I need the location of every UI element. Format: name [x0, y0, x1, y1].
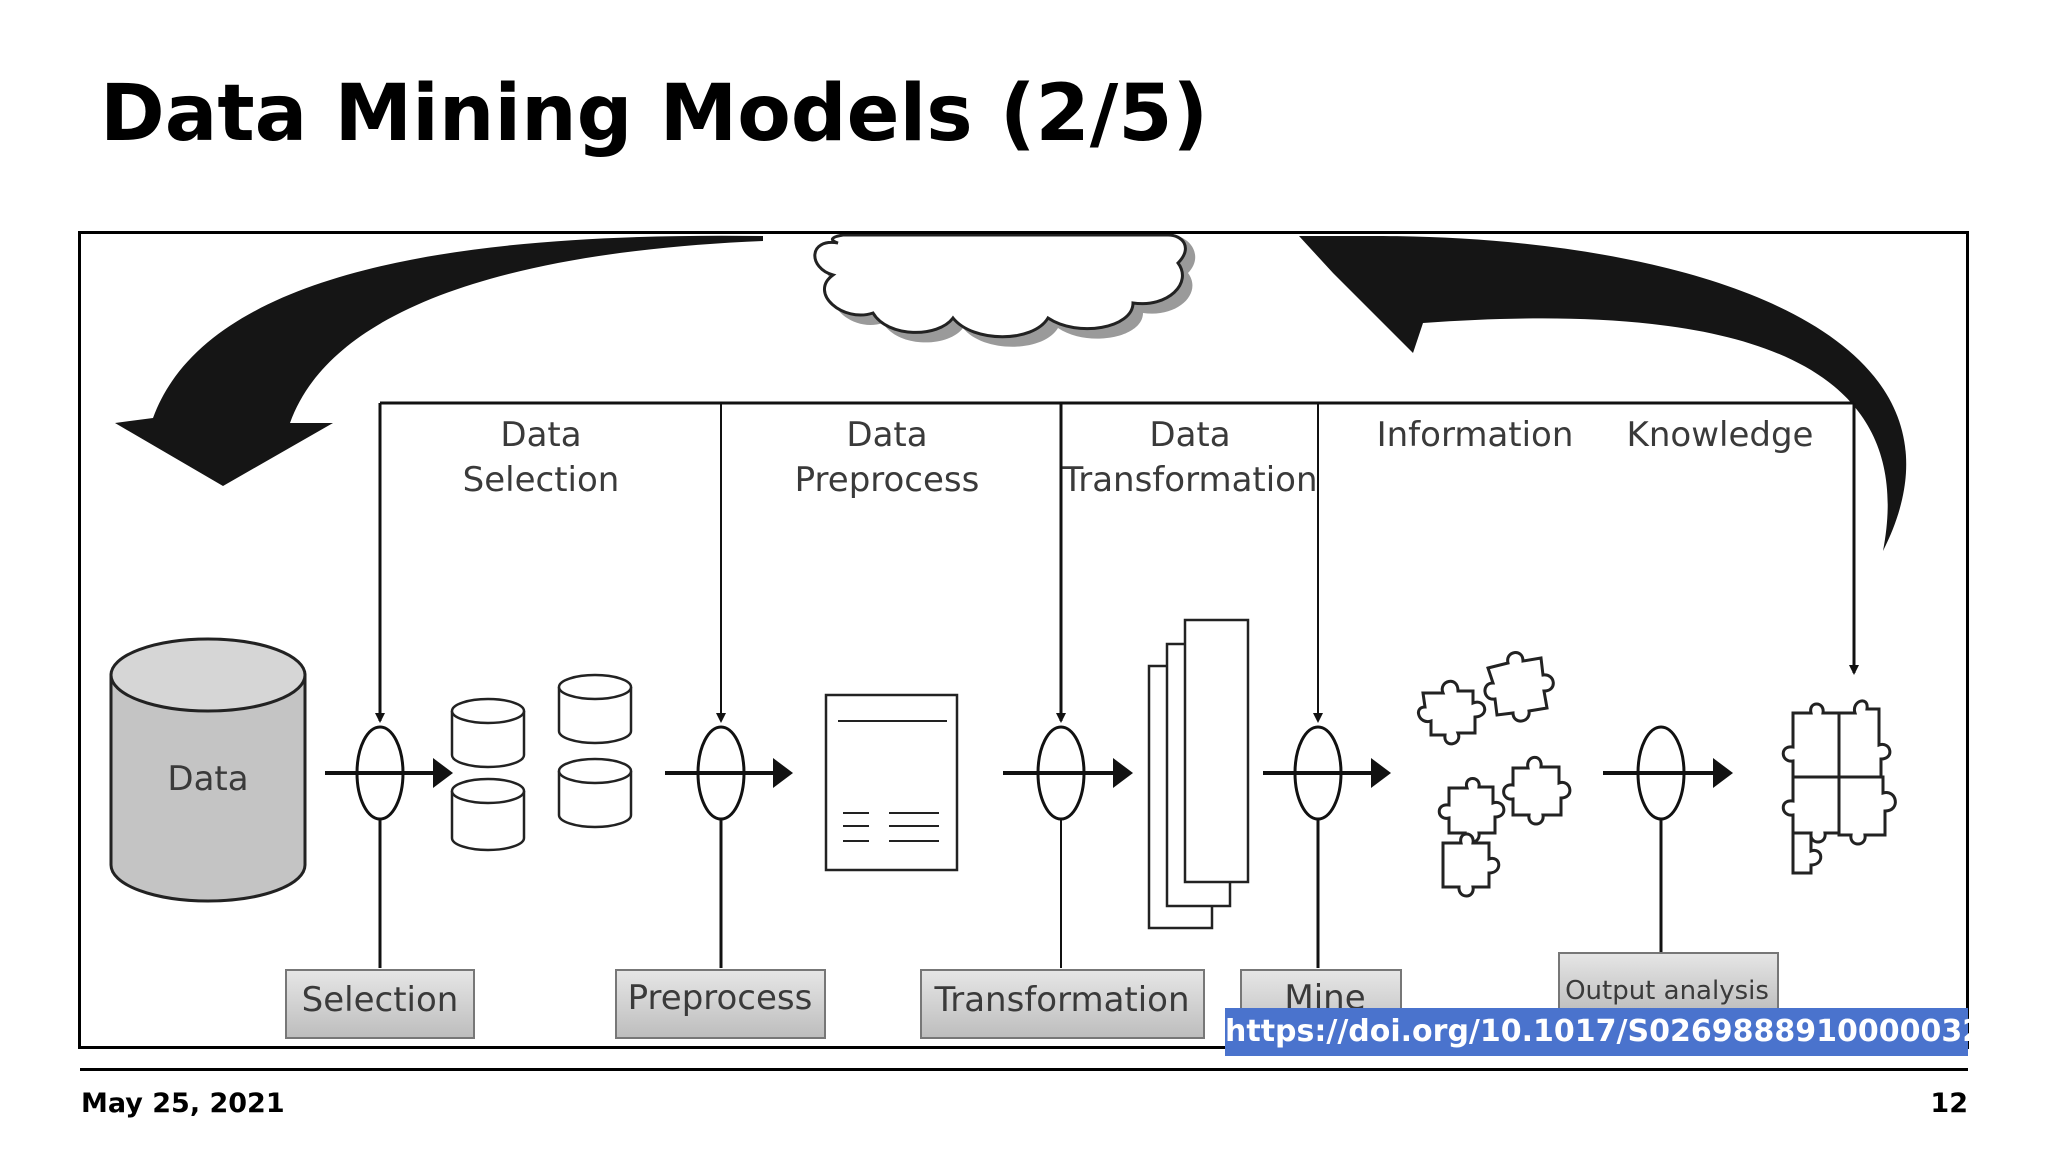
- feedback-arrow-left: [115, 235, 763, 486]
- footer-divider: [80, 1068, 1968, 1071]
- stage-heading-transformation-line2: Transformation: [1061, 460, 1317, 500]
- cloud-icon: [813, 234, 1196, 347]
- stage-heading-information: Information: [1377, 415, 1574, 455]
- doi-link[interactable]: https://doi.org/10.1017/S026988891000003…: [1225, 1008, 1983, 1056]
- step-label-transformation: Transformation: [933, 980, 1189, 1020]
- document-icon: [824, 693, 959, 872]
- step-box-preprocess: Preprocess: [615, 969, 826, 1039]
- data-cylinder-icon: [109, 637, 307, 903]
- process-filter-3: [1003, 725, 1133, 968]
- process-filter-5: [1603, 725, 1733, 953]
- step-label-preprocess: Preprocess: [628, 978, 813, 1018]
- slide-title: Data Mining Models (2/5): [100, 69, 1209, 159]
- stage-heading-preprocess-line1: Data: [846, 415, 927, 455]
- stage-heading-transformation-line1: Data: [1149, 415, 1230, 455]
- stage-heading-selection-line1: Data: [500, 415, 581, 455]
- stacked-pages-icon: [1147, 618, 1250, 930]
- stage-heading-knowledge: Knowledge: [1627, 415, 1814, 455]
- process-filter-4: [1263, 725, 1391, 968]
- stage-heading-selection-line2: Selection: [463, 460, 620, 500]
- data-source-label: Data: [167, 759, 248, 799]
- step-box-output-analysis: Output analysis: [1558, 952, 1779, 1014]
- kdd-process-diagram: Data Selection Data Preprocess Data Tran…: [78, 231, 1969, 1049]
- scattered-puzzle-pieces-icon: [1416, 651, 1572, 898]
- process-filter-1: [325, 725, 453, 968]
- step-label-output-analysis: Output analysis: [1565, 976, 1769, 1006]
- small-cylinders-icon: [450, 673, 633, 852]
- assembled-puzzle-icon: [1781, 699, 1897, 875]
- step-box-transformation: Transformation: [920, 969, 1205, 1039]
- feedback-arrow-right: [1293, 236, 1907, 551]
- step-box-selection: Selection: [285, 969, 475, 1039]
- process-filter-2: [665, 725, 793, 968]
- stage-heading-preprocess-line2: Preprocess: [795, 460, 980, 500]
- page-number: 12: [1930, 1088, 1968, 1119]
- step-label-selection: Selection: [302, 980, 459, 1020]
- footer-date: May 25, 2021: [81, 1088, 285, 1119]
